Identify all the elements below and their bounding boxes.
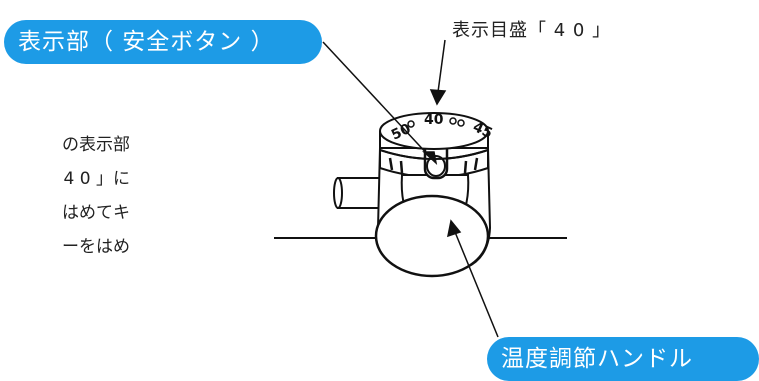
leader-lines: [322, 39, 499, 338]
dial-small-left: 50: [389, 121, 414, 144]
dial-small-right: 45: [470, 119, 494, 142]
scale-mark-label: 表示目盛「 4 0 」: [452, 20, 612, 41]
instruction-line: の表示部: [62, 135, 130, 155]
dial-number: 40: [424, 112, 444, 128]
display-area-callout: 表示部（ 安全ボタン ）: [4, 20, 322, 64]
pipe-stub: [333, 177, 385, 209]
instruction-text: の表示部 4 0 」に はめてキ ーをはめ: [0, 128, 130, 264]
instruction-line: 4 0 」に: [63, 169, 130, 189]
temp-handle-callout: 温度調節ハンドル: [487, 337, 759, 381]
handle-cap: [374, 194, 490, 278]
instruction-line: はめてキ: [62, 203, 130, 223]
instruction-line: ーをはめ: [62, 237, 130, 257]
top-dial: 40 50 45: [379, 112, 495, 160]
